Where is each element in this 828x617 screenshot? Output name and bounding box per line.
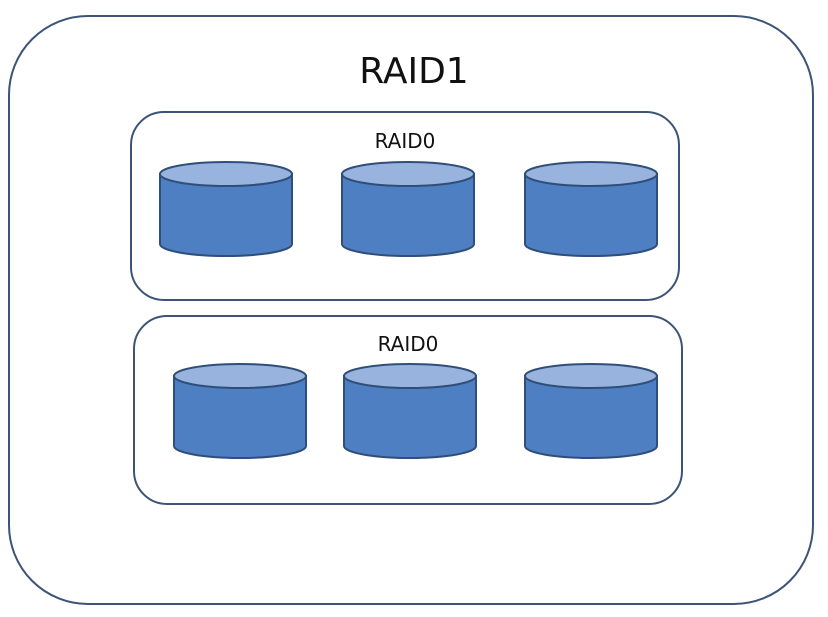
disk-body [524, 375, 658, 459]
disk-icon [342, 362, 478, 462]
disk-body [159, 173, 293, 257]
disk-cylinder [341, 161, 475, 257]
disk-body [341, 173, 475, 257]
disk-body [173, 375, 307, 459]
disk-top [524, 363, 658, 389]
disk-icon [158, 160, 294, 260]
disk-cylinder [524, 161, 658, 257]
disk-top [159, 161, 293, 187]
disk-icon [340, 160, 476, 260]
disk-top [343, 363, 477, 389]
raid1-label: RAID1 [359, 51, 469, 92]
disk-top [341, 161, 475, 187]
disk-icon [523, 160, 659, 260]
raid0-group-2-label: RAID0 [377, 332, 439, 356]
disk-top [524, 161, 658, 187]
disk-top [173, 363, 307, 389]
disk-body [343, 375, 477, 459]
raid1-container [8, 15, 814, 605]
disk-icon [172, 362, 308, 462]
disk-cylinder [173, 363, 307, 459]
disk-cylinder [524, 363, 658, 459]
disk-cylinder [343, 363, 477, 459]
raid0-group-1-label: RAID0 [374, 129, 436, 153]
disk-body [524, 173, 658, 257]
disk-icon [523, 362, 659, 462]
disk-cylinder [159, 161, 293, 257]
